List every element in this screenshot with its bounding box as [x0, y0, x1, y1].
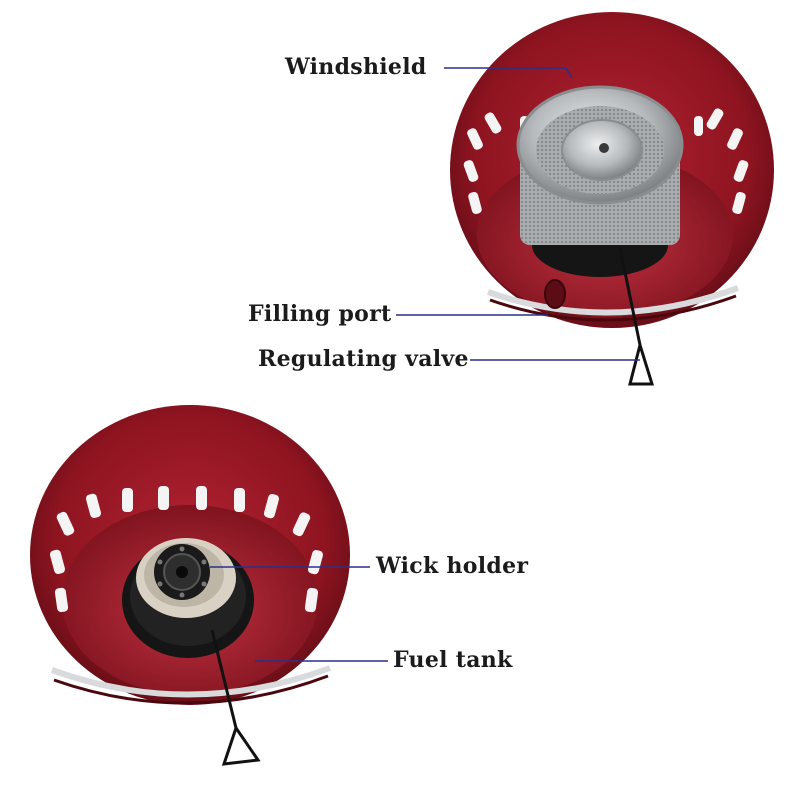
bottom-valve-handle — [221, 724, 261, 766]
wick-holder-label: Wick holder — [376, 553, 529, 579]
top-silver-band — [487, 285, 740, 316]
filling-port-label: Filling port — [248, 301, 392, 327]
regulating-valve-label: Regulating valve — [258, 346, 469, 372]
fuel-tank-label: Fuel tank — [393, 647, 513, 673]
bottom-stove — [30, 405, 350, 766]
top-valve-wire — [618, 247, 642, 346]
bottom-valve-wire — [210, 629, 238, 729]
leader-windshield — [444, 67, 573, 79]
top-filling-port — [544, 279, 566, 309]
leader-lines — [210, 67, 640, 662]
bottom-vent-slots — [49, 486, 324, 613]
top-stove — [450, 12, 774, 386]
windshield-label: Windshield — [285, 54, 427, 80]
bottom-silver-band — [50, 665, 332, 698]
top-valve-handle — [628, 339, 655, 386]
